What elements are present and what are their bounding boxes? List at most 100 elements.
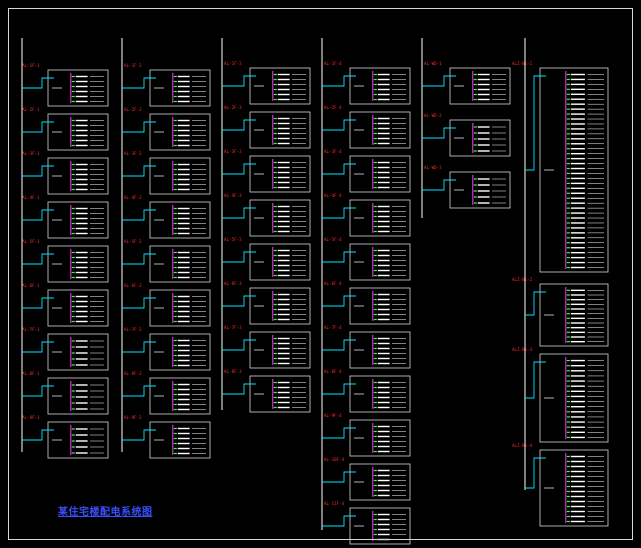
distribution-panel[interactable] — [149, 157, 211, 195]
panel-label[interactable]: AL-2F-4 — [324, 105, 342, 110]
distribution-panel[interactable] — [349, 419, 411, 457]
distribution-panel[interactable] — [349, 507, 411, 545]
panel-label[interactable]: AL-7F-1 — [22, 327, 40, 332]
distribution-panel[interactable] — [47, 333, 109, 371]
panel-label[interactable]: AL-1F-1 — [22, 63, 40, 68]
panel-label[interactable]: AL-WD-1 — [424, 61, 442, 66]
panel-label[interactable]: AL-9F-2 — [124, 415, 142, 420]
panel-label[interactable]: AL-7F-3 — [224, 325, 242, 330]
panel-label[interactable]: AL-1F-3 — [224, 61, 242, 66]
panel-label[interactable]: ALZ-B1-4 — [512, 443, 533, 448]
distribution-panel[interactable] — [149, 69, 211, 107]
drawing-title[interactable]: 某住宅楼配电系统图 — [58, 507, 153, 518]
distribution-panel[interactable] — [149, 245, 211, 283]
distribution-panel[interactable] — [349, 67, 411, 105]
distribution-panel[interactable] — [149, 113, 211, 151]
feeder-cable — [22, 429, 54, 441]
distribution-panel[interactable] — [249, 331, 311, 369]
panel-label[interactable]: AL-6F-3 — [224, 281, 242, 286]
feeder-cable — [122, 297, 156, 309]
panel-label[interactable]: AL-5F-2 — [124, 239, 142, 244]
distribution-panel[interactable] — [249, 111, 311, 149]
panel-label[interactable]: AL-4F-3 — [224, 193, 242, 198]
panel-label[interactable]: AL-8F-2 — [124, 371, 142, 376]
distribution-panel[interactable] — [349, 199, 411, 237]
panel-label[interactable]: ALZ-B1-2 — [512, 277, 533, 282]
distribution-panel[interactable] — [149, 377, 211, 415]
panel-label[interactable]: AL-11F-4 — [324, 501, 345, 506]
distribution-panel[interactable] — [47, 157, 109, 195]
panel-label[interactable]: ALZ-B1-1 — [512, 61, 533, 66]
distribution-panel[interactable] — [47, 113, 109, 151]
panel-label[interactable]: AL-4F-1 — [22, 195, 40, 200]
panel-label[interactable]: AL-1F-2 — [124, 63, 142, 68]
distribution-panel[interactable] — [349, 243, 411, 281]
feeder-cable — [322, 251, 356, 263]
panel-label[interactable]: AL-8F-4 — [324, 369, 342, 374]
panel-label[interactable]: AL-2F-2 — [124, 107, 142, 112]
panel-label[interactable]: AL-6F-1 — [22, 283, 40, 288]
distribution-panel[interactable] — [449, 171, 511, 209]
panel-label[interactable]: AL-6F-2 — [124, 283, 142, 288]
distribution-panel[interactable] — [539, 353, 609, 443]
feeder-cable — [222, 295, 256, 307]
panel-label[interactable]: AL-9F-4 — [324, 413, 342, 418]
panel-label[interactable]: ALZ-B1-3 — [512, 347, 533, 352]
distribution-panel[interactable] — [149, 289, 211, 327]
panel-label[interactable]: AL-WD-2 — [424, 113, 442, 118]
distribution-panel[interactable] — [149, 421, 211, 459]
panel-label[interactable]: AL-2F-3 — [224, 105, 242, 110]
panel-label[interactable]: AL-2F-1 — [22, 107, 40, 112]
distribution-panel[interactable] — [249, 67, 311, 105]
panel-label[interactable]: AL-6F-4 — [324, 281, 342, 286]
distribution-panel[interactable] — [47, 421, 109, 459]
distribution-panel[interactable] — [349, 463, 411, 501]
distribution-panel[interactable] — [539, 449, 609, 527]
panel-label[interactable]: AL-5F-4 — [324, 237, 342, 242]
feeder-cable — [22, 209, 54, 221]
distribution-panel[interactable] — [449, 119, 511, 157]
panel-label[interactable]: AL-5F-1 — [22, 239, 40, 244]
feeder-cable — [122, 121, 156, 133]
feeder-cable — [222, 119, 256, 131]
distribution-panel[interactable] — [249, 375, 311, 413]
distribution-panel[interactable] — [349, 287, 411, 325]
distribution-panel[interactable] — [249, 287, 311, 325]
distribution-panel[interactable] — [149, 333, 211, 371]
distribution-panel[interactable] — [539, 283, 609, 347]
distribution-panel[interactable] — [47, 69, 109, 107]
distribution-panel[interactable] — [47, 245, 109, 283]
distribution-panel[interactable] — [47, 201, 109, 239]
distribution-panel[interactable] — [349, 111, 411, 149]
panel-label[interactable]: AL-5F-3 — [224, 237, 242, 242]
panel-label[interactable]: AL-7F-2 — [124, 327, 142, 332]
distribution-panel[interactable] — [47, 289, 109, 327]
panel-label[interactable]: AL-3F-1 — [22, 151, 40, 156]
distribution-panel[interactable] — [539, 67, 609, 273]
distribution-panel[interactable] — [449, 67, 511, 105]
panel-label[interactable]: AL-4F-4 — [324, 193, 342, 198]
distribution-panel[interactable] — [349, 375, 411, 413]
distribution-panel[interactable] — [249, 199, 311, 237]
panel-label[interactable]: AL-1F-4 — [324, 61, 342, 66]
panel-label[interactable]: AL-9F-1 — [22, 415, 40, 420]
panel-label[interactable]: AL-3F-3 — [224, 149, 242, 154]
panel-label[interactable]: AL-4F-2 — [124, 195, 142, 200]
feeder-cable — [22, 385, 54, 397]
panel-label[interactable]: AL-10F-4 — [324, 457, 345, 462]
panel-label[interactable]: AL-8F-1 — [22, 371, 40, 376]
distribution-panel[interactable] — [249, 243, 311, 281]
distribution-panel[interactable] — [249, 155, 311, 193]
distribution-panel[interactable] — [349, 155, 411, 193]
panel-label[interactable]: AL-8F-3 — [224, 369, 242, 374]
distribution-panel[interactable] — [149, 201, 211, 239]
panel-label[interactable]: AL-3F-2 — [124, 151, 142, 156]
panel-label[interactable]: AL-7F-4 — [324, 325, 342, 330]
distribution-panel[interactable] — [349, 331, 411, 369]
distribution-panel[interactable] — [47, 377, 109, 415]
feeder-cable — [122, 253, 156, 265]
panel-label[interactable]: AL-WD-3 — [424, 165, 442, 170]
panel-label[interactable]: AL-3F-4 — [324, 149, 342, 154]
feeder-cable — [322, 339, 356, 351]
